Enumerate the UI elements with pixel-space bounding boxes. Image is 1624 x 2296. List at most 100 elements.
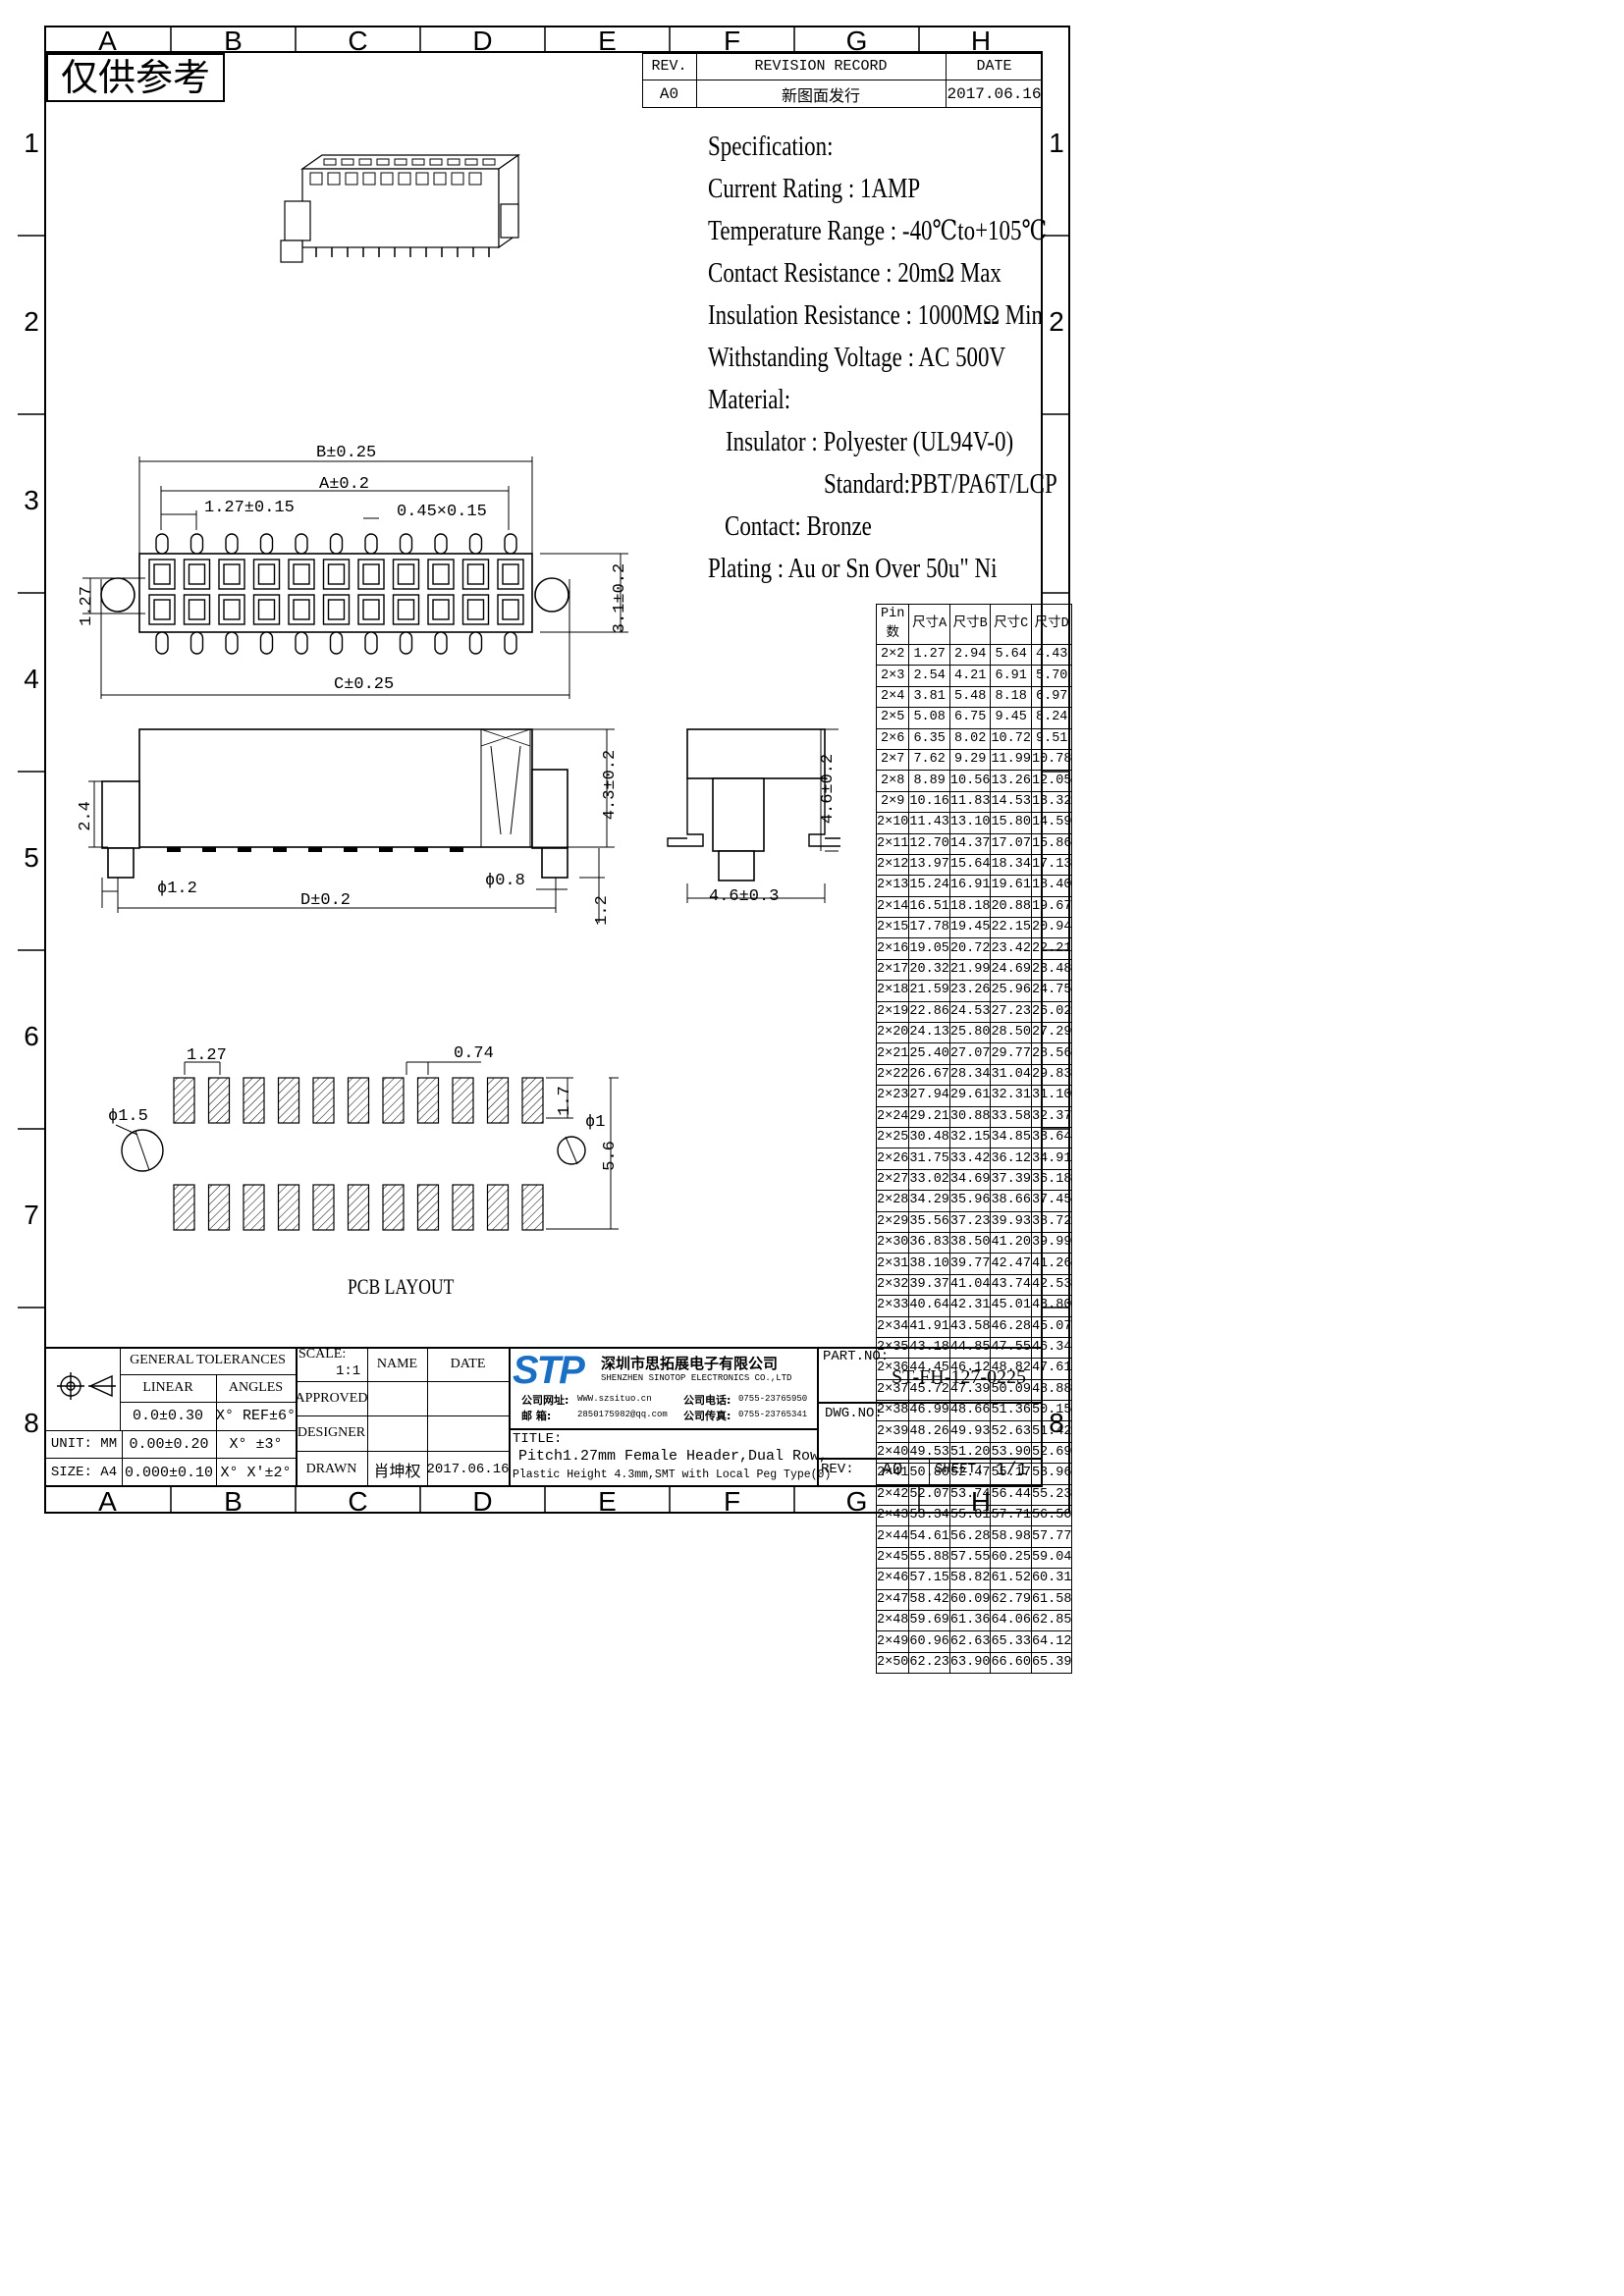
dwg-no-label: DWG.NO: [825,1406,883,1421]
pin-count: 2×6 [875,727,910,750]
zone-col-b: B [224,26,243,56]
zone-row-6: 6 [24,1021,39,1051]
size-b: 60.09 [948,1588,992,1611]
solder-pin [225,631,239,655]
size-b: 6.75 [948,707,992,729]
size-c: 28.50 [990,1022,1032,1044]
title-label: TITLE: [513,1431,563,1447]
pcb-pad [347,1077,370,1124]
pcb-hole-right: ϕ1 [585,1113,606,1132]
size-a: 8.89 [908,770,950,792]
fax-value: 0755-23765341 [738,1410,808,1419]
pcb-pad [382,1077,405,1124]
spec-contact-resistance: Contact Resistance : 20mΩ Max [708,258,1001,289]
pin-count: 2×47 [875,1588,910,1611]
mail-value: 2850175982@qq.com [577,1410,668,1419]
size-d: 22.21 [1030,937,1073,960]
size-d: 59.04 [1030,1546,1073,1570]
size-b: 63.90 [948,1651,992,1675]
size-a: 35.56 [908,1210,950,1233]
size-a: 59.69 [908,1609,950,1632]
size-c: 9.45 [990,707,1032,729]
unit-label: UNIT: MM [50,1436,118,1452]
contact-cavity-inner [327,599,346,620]
size-a: 2.54 [908,665,950,687]
size-c: 13.26 [990,770,1032,792]
size-a: 26.67 [908,1063,950,1087]
size-b: 21.99 [948,958,992,982]
size-c: 23.42 [990,937,1032,960]
size-a: 25.40 [908,1042,950,1065]
pin-count: 2×34 [875,1315,910,1338]
size-d: 41.26 [1030,1253,1073,1275]
size-a: 40.64 [908,1295,950,1317]
size-a: 17.78 [908,917,950,939]
size-c: 42.47 [990,1253,1032,1275]
size-b: 24.53 [948,1000,992,1024]
pcb-pad [277,1184,300,1231]
size-d: 4.43 [1030,643,1073,667]
solder-pin [364,631,378,655]
size-d: 64.12 [1030,1630,1073,1653]
solder-pin [468,533,483,555]
size-a: 21.59 [908,980,950,1002]
size-a: 57.15 [908,1568,950,1590]
solder-pin [504,631,517,655]
size-d: 12.05 [1030,770,1073,792]
size-c: 11.99 [990,748,1032,772]
size-c: 66.60 [990,1651,1032,1675]
general-tolerances-label: GENERAL TOLERANCES [130,1353,286,1367]
rev-value: A0 [659,84,679,103]
pin-count: 2×18 [875,980,910,1002]
size-b: 57.55 [948,1546,992,1570]
size-c: 65.33 [990,1630,1032,1653]
size-c: 22.15 [990,917,1032,939]
revision-record-header: REVISION RECORD [754,58,888,75]
contact-cavity-inner [257,599,276,620]
size-a: 31.75 [908,1148,950,1170]
size-d: 9.51 [1030,727,1073,750]
dim-w46: 4.6±0.3 [709,887,780,906]
contact-cavity-inner [362,563,380,585]
pcb-pitch: 1.27 [187,1046,227,1065]
size-c: 38.66 [990,1190,1032,1212]
pcb-row-span: 5.6 [600,1141,620,1171]
size-d: 26.02 [1030,1000,1073,1024]
dim-b: B±0.25 [316,444,377,462]
part-no-label: PART.NO: [823,1349,890,1364]
size-a: 13.97 [908,853,950,877]
size-c: 56.44 [990,1483,1032,1507]
size-d: 42.53 [1030,1273,1073,1297]
zone-row-4: 4 [24,664,39,694]
size-b: 28.34 [948,1063,992,1087]
size-b: 4.21 [948,665,992,687]
size-c: 55.17 [990,1463,1032,1485]
contact-cavity-inner [293,563,310,585]
size-b: 13.10 [948,812,992,834]
size-a: 1.27 [908,643,950,667]
size-d: 31.10 [1030,1085,1073,1107]
solder-pin [259,631,274,655]
pcb-pad [521,1077,544,1124]
size-b: 55.01 [948,1505,992,1527]
size-c: 43.74 [990,1273,1032,1297]
size-a: 15.24 [908,875,950,897]
spec-insulator: Insulator : Polyester (UL94V-0) [726,427,1014,457]
header-c: 尺寸C [990,604,1032,645]
size-a: 45.72 [908,1378,950,1402]
pin-count: 2×16 [875,937,910,960]
size-d: 17.13 [1030,853,1073,877]
size-a: 39.37 [908,1273,950,1297]
date-label: DATE [450,1356,486,1371]
zone-row-2: 2 [24,306,39,337]
